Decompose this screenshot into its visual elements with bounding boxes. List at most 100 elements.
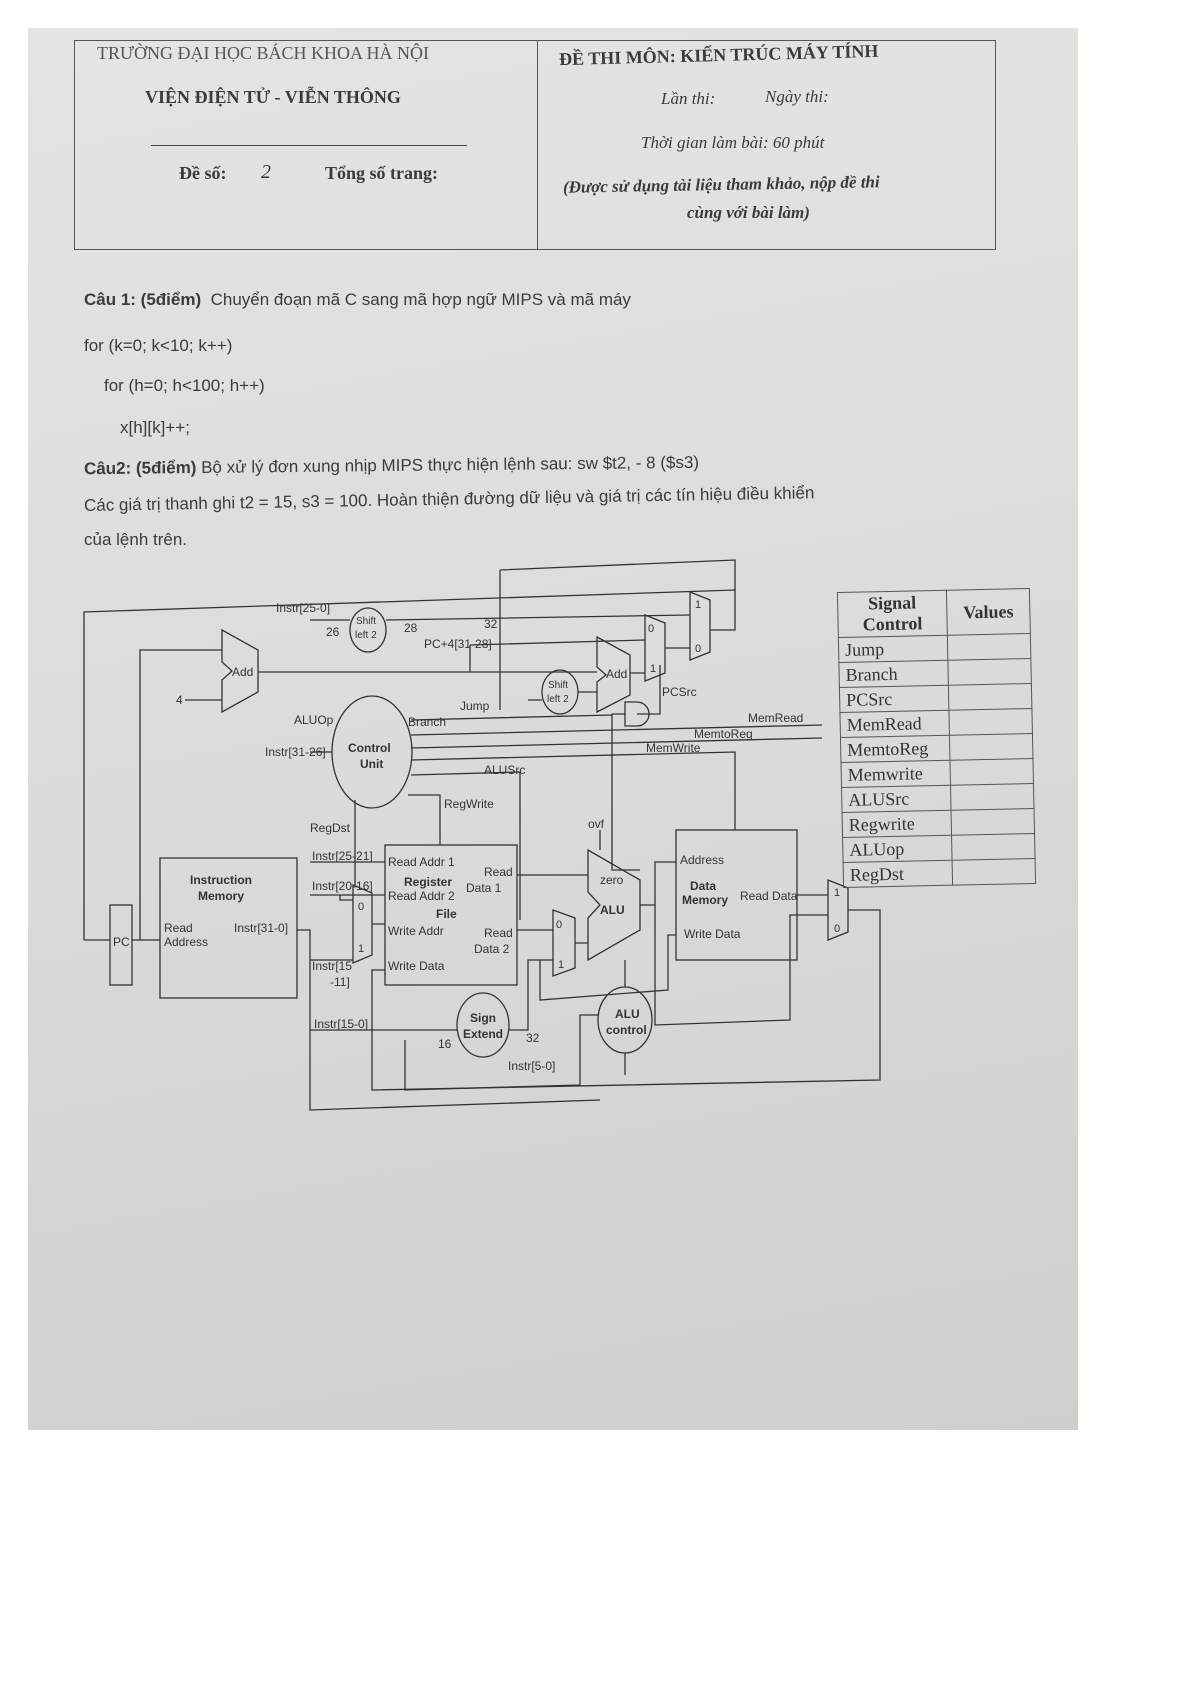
question-1-text: Chuyển đoạn mã C sang mã hợp ngữ MIPS và… [210, 290, 631, 309]
jump-mux [689, 591, 711, 661]
signal-control-header: Signal Control [837, 590, 948, 638]
branch-and-gate [624, 701, 650, 727]
values-header: Values [946, 588, 1031, 636]
register-file [384, 844, 518, 986]
sign-extend-label-1: Sign [470, 1011, 496, 1025]
pc4-label: PC+4[31-28] [424, 637, 492, 651]
header-divider [537, 41, 538, 249]
regdst-mux-1: 1 [358, 943, 364, 955]
signal-value-cell[interactable] [950, 783, 1034, 811]
dm-write-data-label: Write Data [684, 927, 741, 941]
memtoreg-label: MemtoReg [694, 727, 753, 741]
signal-name: MemRead [839, 710, 950, 738]
regdst-mux [352, 884, 373, 964]
signal-name: ALUop [842, 835, 953, 863]
code-line-3: x[h][k]++; [120, 418, 190, 437]
alu-zero-label: zero [600, 873, 624, 887]
bits-28-label: 28 [404, 621, 418, 635]
pc-label: PC [113, 935, 130, 949]
jump-label: Jump [460, 699, 490, 713]
signal-value-cell[interactable] [949, 758, 1034, 786]
dm-read-data-label: Read Data [740, 889, 798, 903]
signal-value-cell[interactable] [947, 633, 1031, 661]
read-data-2-label-a: Read [484, 926, 513, 940]
note-line-2: cùng với bài làm) [687, 203, 810, 222]
alu [587, 848, 641, 962]
signal-value-cell[interactable] [948, 708, 1033, 736]
pcsrc-mux [644, 614, 666, 682]
aluop-label: ALUOp [294, 713, 334, 727]
date-label: Ngày thi: [765, 87, 829, 106]
memtoreg-mux [827, 879, 849, 941]
signal-name: PCSrc [839, 685, 949, 713]
constant-4-label: 4 [176, 693, 183, 707]
signal-name: MemtoReg [840, 735, 950, 763]
branch-adder-label: Add [606, 667, 627, 681]
bits-32-se-label: 32 [526, 1031, 540, 1045]
memwrite-label: MemWrite [646, 741, 701, 755]
alu-control-label-1: ALU [615, 1007, 640, 1021]
table-header-row: Signal Control Values [837, 588, 1031, 638]
read-data-1-label-b: Data 1 [466, 881, 502, 895]
imem-label-1: Instruction [190, 873, 252, 887]
imem-address-label: Address [164, 935, 208, 949]
overflow-label: ovf [588, 817, 605, 831]
alu-label: ALU [600, 903, 625, 917]
data-memory-label-2: Memory [682, 893, 728, 907]
jump-shift-left-2 [349, 607, 387, 653]
dm-address-label: Address [680, 853, 724, 867]
signature-line [151, 145, 467, 146]
signal-name: Jump [838, 635, 948, 663]
signal-value-cell[interactable] [947, 658, 1032, 686]
exam-paper [28, 28, 1078, 1430]
signal-value-cell[interactable] [949, 733, 1033, 761]
question-2-line-3: của lệnh trên. [84, 530, 188, 549]
instr20-16-label: Instr[20-16] [312, 879, 373, 893]
signal-value-cell[interactable] [948, 683, 1032, 711]
instr15-11-label-a: Instr[15 [312, 959, 352, 973]
read-data-1-label-a: Read [484, 865, 513, 879]
data-memory-label-1: Data [690, 879, 716, 893]
instr15-11-label-b: -11] [330, 975, 350, 989]
write-addr-label: Write Addr [388, 924, 444, 938]
pcsrc-mux-0: 0 [648, 623, 654, 635]
university-name: TRƯỜNG ĐẠI HỌC BÁCH KHOA HÀ NỘI [97, 43, 429, 63]
memread-label: MemRead [748, 711, 803, 725]
signal-value-cell[interactable] [951, 808, 1035, 836]
instr31-26-label: Instr[31-26] [265, 745, 326, 759]
code-line-1: for (k=0; k<10; k++) [84, 336, 233, 355]
imem-read-label: Read [164, 921, 193, 935]
table-row: RegDst [843, 858, 1036, 888]
control-unit-label-2: Unit [360, 757, 383, 771]
read-data-2-label-b: Data 2 [474, 942, 510, 956]
institute-name: VIỆN ĐIỆN TỬ - VIỄN THÔNG [145, 87, 401, 107]
signal-control-table: Signal Control Values Jump Branch PCSrc … [837, 588, 1036, 888]
pc-adder-label: Add [232, 665, 253, 679]
branch-shift-left-2 [541, 669, 579, 715]
alusrc-mux-1: 1 [558, 959, 564, 971]
jump-mux-0: 0 [695, 643, 701, 655]
branch-label: Branch [408, 715, 446, 729]
instr25-21-label: Instr[25-21] [312, 849, 373, 863]
regwrite-label: RegWrite [444, 797, 494, 811]
exam-number-value: 2 [261, 161, 271, 183]
exam-header-box: TRƯỜNG ĐẠI HỌC BÁCH KHOA HÀ NỘI VIỆN ĐIỆ… [74, 40, 996, 250]
instr5-0-label: Instr[5-0] [508, 1059, 555, 1073]
bits-32-label: 32 [484, 617, 498, 631]
register-file-label-2: File [436, 907, 457, 921]
signal-name: Regwrite [842, 810, 952, 838]
jump-mux-1: 1 [695, 599, 701, 611]
signal-value-cell[interactable] [952, 858, 1036, 886]
pc-adder [221, 628, 259, 714]
alusrc-label: ALUSrc [484, 763, 525, 777]
regdst-label: RegDst [310, 821, 351, 835]
memtoreg-mux-0: 0 [834, 923, 840, 935]
write-data-label: Write Data [388, 959, 445, 973]
signal-value-cell[interactable] [951, 833, 1036, 861]
register-file-label-1: Register [404, 875, 452, 889]
shift1-label-2: left 2 [355, 630, 377, 641]
imem-label-2: Memory [198, 889, 244, 903]
question-1-title: Câu 1: (5điểm) [84, 290, 202, 309]
alusrc-mux-0: 0 [556, 919, 562, 931]
